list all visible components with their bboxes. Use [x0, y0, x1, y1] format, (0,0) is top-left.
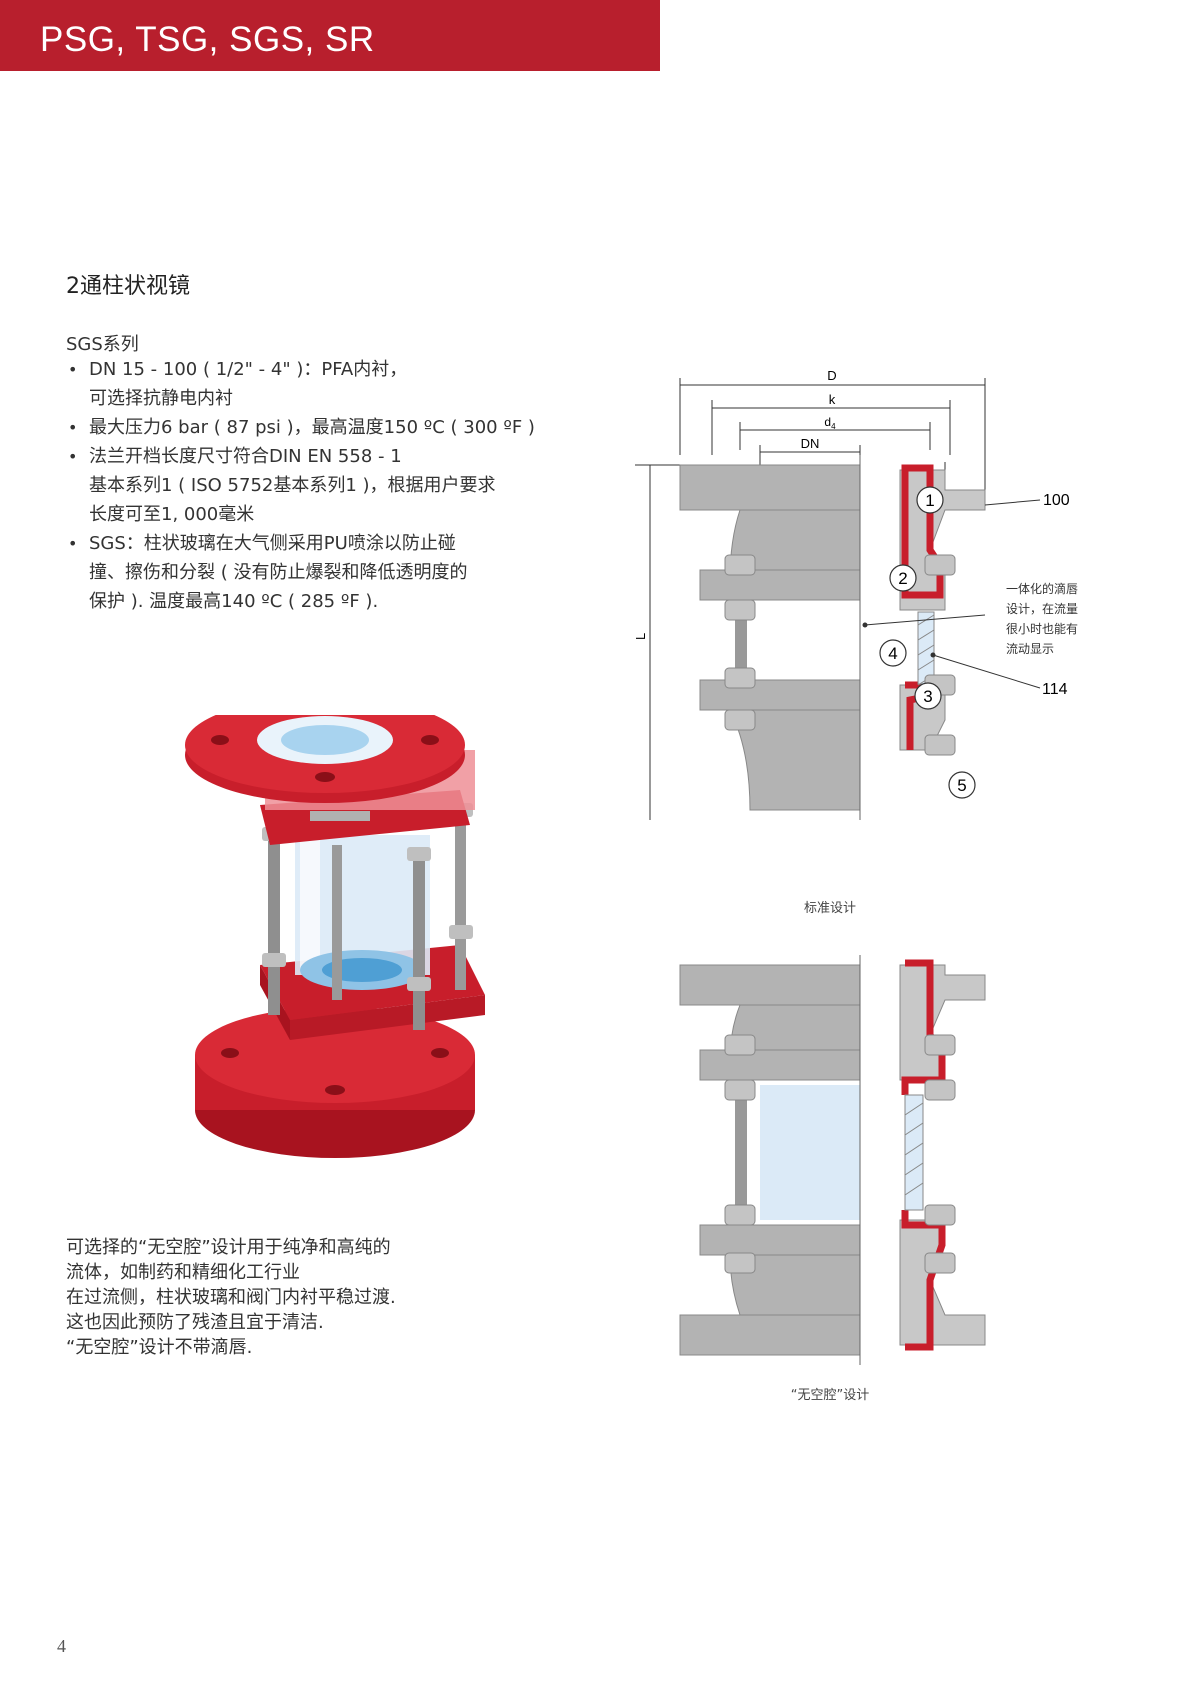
- bullet-icon: •: [68, 418, 78, 437]
- ref-100: 100: [1043, 492, 1070, 509]
- note-line: 可选择的“无空腔”设计用于纯净和高纯的: [66, 1237, 391, 1258]
- sight-glass-product-photo: [185, 715, 485, 1158]
- standard-design-diagram: D k d4 DN L d2: [633, 368, 1078, 820]
- section-title: 2通柱状视镜: [66, 274, 190, 299]
- marker-3: 3: [923, 687, 932, 706]
- callout-line: 一体化的滴唇: [1006, 581, 1078, 596]
- spec-list: • DN 15 - 100 ( 1/2" - 4" )：PFA内衬， 可选择抗静…: [66, 355, 586, 616]
- spec-line: 可选择抗静电内衬: [89, 388, 233, 409]
- cavity-free-design-caption: “无空腔”设计: [790, 1388, 870, 1403]
- bullet-icon: •: [68, 534, 78, 553]
- page-header-title: PSG, TSG, SGS, SR: [40, 20, 375, 59]
- header-band: [0, 0, 660, 71]
- callout-line: 设计，在流量: [1006, 602, 1078, 616]
- page-number: 4: [57, 1636, 66, 1656]
- dim-D: D: [827, 368, 836, 383]
- marker-5: 5: [957, 776, 966, 795]
- dim-d4: d4: [824, 415, 836, 431]
- note-line: 这也因此预防了残渣且宜于清洁.: [66, 1312, 324, 1333]
- spec-line: SGS：柱状玻璃在大气侧采用PU喷涂以防止碰: [89, 533, 456, 554]
- dim-k: k: [829, 392, 836, 407]
- bullet-icon: •: [68, 447, 78, 466]
- callout-line: 很小时也能有: [1006, 622, 1078, 636]
- standard-design-caption: 标准设计: [803, 901, 856, 916]
- dim-L: L: [633, 633, 648, 640]
- spec-line: 基本系列1 ( ISO 5752基本系列1 )，根据用户要求: [89, 475, 496, 496]
- spec-line: 长度可至1, 000毫米: [89, 504, 255, 525]
- marker-2: 2: [898, 569, 907, 588]
- spec-item: • 最大压力6 bar ( 87 psi )，最高温度150 ºC ( 300 …: [66, 413, 586, 442]
- note-line: “无空腔”设计不带滴唇.: [66, 1337, 253, 1358]
- spec-item: • SGS：柱状玻璃在大气侧采用PU喷涂以防止碰 撞、擦伤和分裂 ( 没有防止爆…: [66, 529, 586, 616]
- dim-DN: DN: [801, 436, 820, 451]
- ref-114: 114: [1042, 681, 1068, 698]
- bullet-icon: •: [68, 360, 78, 379]
- spec-line: 法兰开档长度尺寸符合DIN EN 558 - 1: [89, 446, 402, 467]
- spec-line: 最大压力6 bar ( 87 psi )，最高温度150 ºC ( 300 ºF…: [89, 417, 535, 438]
- cavity-free-design-diagram: [679, 955, 986, 1365]
- spec-line: 撞、擦伤和分裂 ( 没有防止爆裂和降低透明度的: [89, 562, 468, 583]
- note-line: 流体，如制药和精细化工行业: [66, 1262, 300, 1283]
- note-line: 在过流侧，柱状玻璃和阀门内衬平稳过渡.: [66, 1287, 396, 1308]
- marker-4: 4: [888, 644, 897, 663]
- callout-line: 流动显示: [1006, 642, 1054, 656]
- spec-item: • 法兰开档长度尺寸符合DIN EN 558 - 1 基本系列1 ( ISO 5…: [66, 442, 586, 529]
- series-title: SGS系列: [66, 334, 139, 355]
- spec-item: • DN 15 - 100 ( 1/2" - 4" )：PFA内衬， 可选择抗静…: [66, 355, 586, 413]
- spec-line: 保护 ). 温度最高140 ºC ( 285 ºF ).: [89, 591, 379, 612]
- spec-line: DN 15 - 100 ( 1/2" - 4" )：PFA内衬，: [89, 359, 408, 380]
- marker-1: 1: [925, 491, 934, 510]
- cavity-free-note: 可选择的“无空腔”设计用于纯净和高纯的 流体，如制药和精细化工行业 在过流侧，柱…: [66, 1235, 506, 1360]
